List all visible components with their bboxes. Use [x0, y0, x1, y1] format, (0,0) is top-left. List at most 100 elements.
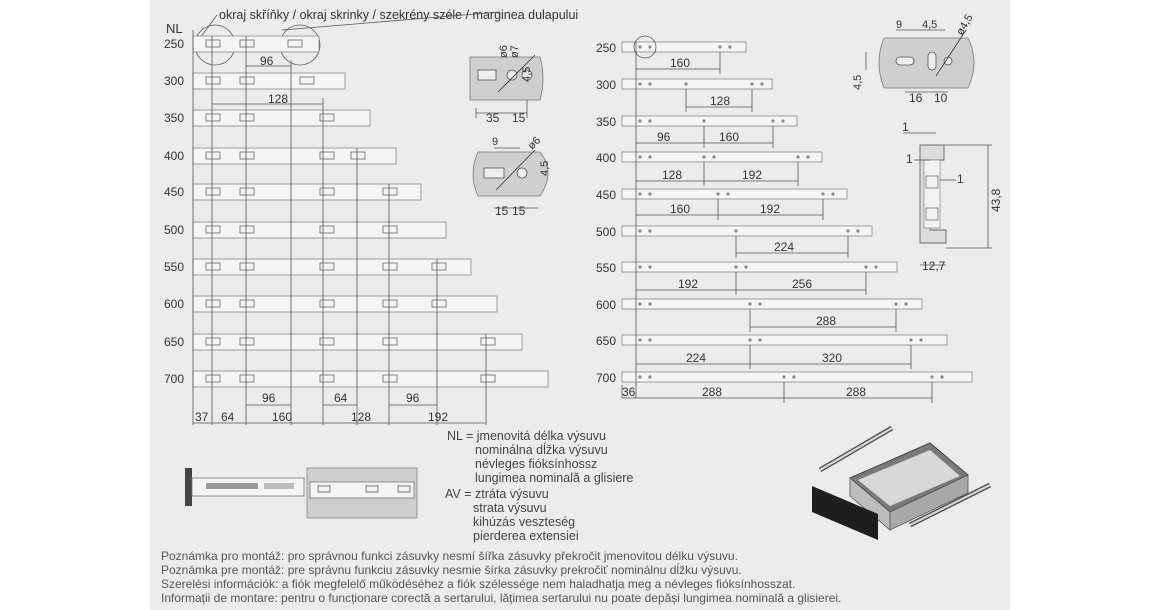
dim-label: 128 — [710, 94, 730, 108]
rail — [192, 72, 346, 90]
rail-row-700: 700 — [164, 370, 549, 388]
rail-row-450: 450 — [164, 183, 422, 201]
dim-label: 192 — [742, 168, 762, 182]
dim-label: 96 — [260, 54, 274, 68]
rail — [192, 258, 472, 276]
rail-row-650: 650 — [164, 333, 523, 351]
length-label: 550 — [164, 260, 184, 274]
legend-line: ztráta výsuvu — [475, 487, 549, 501]
length-label: 300 — [596, 78, 616, 92]
length-label: 350 — [164, 111, 184, 125]
dim-label: 35 — [486, 111, 500, 125]
dim-label: 320 — [822, 351, 842, 365]
dim-label: 43,8 — [989, 188, 1003, 212]
rail-row-350: 350 — [164, 109, 371, 127]
rail — [192, 109, 371, 127]
mounted-rail-picture — [185, 467, 418, 519]
length-label: 600 — [596, 298, 616, 312]
rail — [192, 295, 498, 313]
dim-label: 288 — [816, 314, 836, 328]
dim-label: ø6 — [526, 135, 544, 153]
rail — [621, 115, 798, 127]
dim-label: 160 — [670, 202, 690, 216]
rail — [192, 147, 397, 165]
dim-label: 1 — [906, 152, 913, 166]
rail — [621, 151, 823, 163]
length-label: 400 — [596, 151, 616, 165]
length-label: 500 — [164, 223, 184, 237]
length-label: 450 — [596, 188, 616, 202]
rail — [192, 183, 422, 201]
left-reference-lines — [192, 30, 487, 425]
dim-label: 4,5 — [922, 19, 937, 31]
legend-key: NL = — [447, 429, 474, 443]
mounting-note-cz: Poznámka pro montáž: pro správnou funkci… — [161, 549, 738, 563]
rail — [192, 221, 447, 239]
right-dimension-lines — [622, 52, 933, 403]
rail-row-450: 450 — [596, 188, 848, 202]
rail-row-550: 550 — [164, 258, 472, 276]
rail — [621, 188, 848, 200]
dim-label: ø4,5 — [954, 12, 975, 37]
left-slot-marks — [205, 39, 496, 383]
dim-label: 15 — [512, 204, 526, 218]
length-label: 450 — [164, 185, 184, 199]
dim-label: 16 — [909, 91, 923, 105]
dim-label: 128 — [351, 410, 371, 424]
dim-label: 15 — [512, 111, 526, 125]
dim-label: 192 — [428, 410, 448, 424]
legend-key: AV = — [445, 487, 472, 501]
rail — [621, 261, 898, 273]
legend-line: lungimea nominală a glisiere — [475, 471, 634, 485]
legend-line: névleges fióksínhossz — [475, 457, 598, 471]
rail-row-400: 400 — [596, 151, 823, 165]
mounting-note-ro: Informații de montare: pentru o funcțion… — [161, 591, 842, 605]
length-label: 250 — [596, 41, 616, 55]
dim-label: 96 — [262, 391, 276, 405]
dim-label: 9 — [896, 19, 902, 31]
dim-label: 288 — [846, 385, 866, 399]
nl-header: NL — [166, 21, 183, 36]
dim-label: 10 — [934, 91, 948, 105]
legend-line: nominálna dĺžka výsuvu — [475, 443, 608, 457]
right-rail-table: 250 300 350 400 450 500 550 600 — [596, 41, 973, 385]
rail — [621, 41, 747, 53]
dim-label: 64 — [334, 391, 348, 405]
rail — [621, 371, 973, 383]
length-label: 700 — [596, 371, 616, 385]
dim-label: ø7 — [509, 45, 521, 58]
dim-label: 15 — [495, 204, 509, 218]
dim-label: 37 — [195, 410, 209, 424]
length-label: 550 — [596, 261, 616, 275]
right-hole-marks — [638, 45, 944, 379]
dim-label: 9 — [492, 136, 498, 148]
edge-circle — [633, 35, 657, 59]
length-label: 500 — [596, 225, 616, 239]
rail-row-300: 300 — [596, 78, 773, 92]
detail-b: 9 ø6 4,5 15 15 — [472, 135, 551, 218]
cabinet-edge-label: okraj skříňky / okraj skrinky / szekrény… — [219, 8, 578, 22]
detail-c: 9 4,5 ø4,5 4,5 16 10 — [852, 12, 976, 105]
dim-label: 12,7 — [922, 259, 946, 273]
length-label: 700 — [164, 372, 184, 386]
dim-label: 224 — [774, 240, 794, 254]
dim-label: 288 — [702, 385, 722, 399]
length-label: 650 — [164, 335, 184, 349]
dim-label: 256 — [792, 277, 812, 291]
legend-line: strata výsuvu — [473, 501, 547, 515]
dim-label: 160 — [719, 130, 739, 144]
detail-a: ø6 ø7 4,5 35 15 — [469, 45, 544, 125]
dim-label: 96 — [406, 391, 420, 405]
dim-label: 4,5 — [852, 75, 864, 90]
rail-row-600: 600 — [596, 298, 923, 312]
rail-row-650: 650 — [596, 334, 948, 348]
dim-label: 160 — [670, 56, 690, 70]
legend-av: AV = ztráta výsuvu strata výsuvu kihúzás… — [445, 487, 579, 543]
rail-row-300: 300 — [164, 72, 346, 90]
legend-line: jmenovitá délka výsuvu — [476, 429, 607, 443]
rail-row-250: 250 — [164, 35, 320, 53]
dim-label: 160 — [272, 410, 292, 424]
rail — [621, 298, 923, 310]
legend-nl: NL = jmenovitá délka výsuvu nominálna dĺ… — [447, 429, 633, 485]
